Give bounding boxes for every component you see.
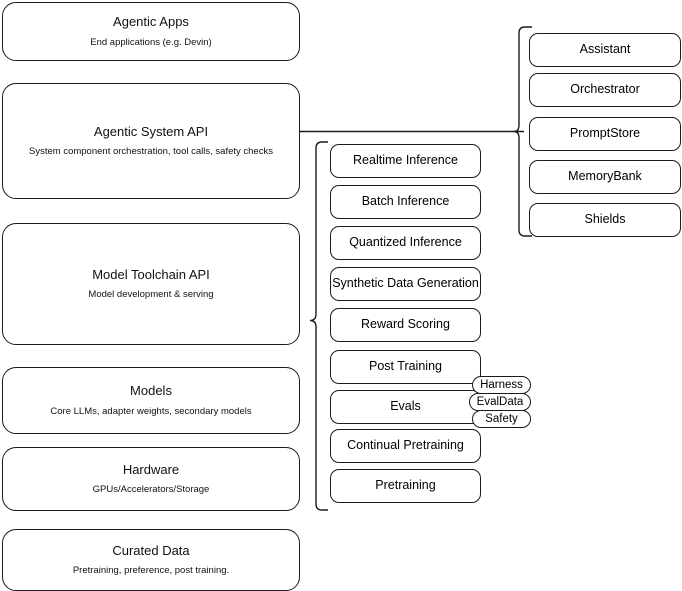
- system-item-label: Orchestrator: [570, 82, 640, 97]
- layer-title: Model Toolchain API: [92, 266, 210, 282]
- layer-subtitle: Pretraining, preference, post training.: [72, 565, 230, 577]
- layer-title: Hardware: [122, 461, 180, 477]
- toolchain-item-reward-scoring[interactable]: Reward Scoring: [330, 308, 481, 342]
- system-api-connector-line: [300, 130, 524, 133]
- toolchain-item-label: Batch Inference: [361, 194, 450, 209]
- eval-pill-harness[interactable]: Harness: [472, 376, 531, 394]
- layer-subtitle: Core LLMs, adapter weights, secondary mo…: [50, 405, 252, 417]
- system-item-assistant[interactable]: Assistant: [529, 33, 681, 67]
- eval-pill-label: EvalData: [476, 396, 524, 408]
- eval-pill-evaldata[interactable]: EvalData: [469, 393, 531, 411]
- toolchain-item-label: Reward Scoring: [361, 317, 450, 332]
- toolchain-item-synthetic-data-generation[interactable]: Synthetic Data Generation: [330, 267, 481, 301]
- toolchain-item-label: Continual Pretraining: [347, 438, 464, 453]
- eval-pill-safety[interactable]: Safety: [472, 410, 531, 428]
- toolchain-item-quantized-inference[interactable]: Quantized Inference: [330, 226, 481, 260]
- toolchain-item-label: Evals: [390, 399, 421, 414]
- layer-title: Agentic Apps: [113, 14, 189, 30]
- system-item-shields[interactable]: Shields: [529, 203, 681, 237]
- layer-title: Agentic System API: [93, 123, 209, 139]
- layer-title: Curated Data: [112, 542, 190, 558]
- layer-card-hardware[interactable]: Hardware GPUs/Accelerators/Storage: [2, 447, 300, 511]
- toolchain-item-label: Quantized Inference: [349, 235, 462, 250]
- toolchain-item-label: Post Training: [369, 359, 442, 374]
- layer-subtitle: End applications (e.g. Devin): [90, 36, 212, 48]
- system-item-promptstore[interactable]: PromptStore: [529, 117, 681, 151]
- toolchain-item-post-training[interactable]: Post Training: [330, 350, 481, 384]
- layer-title: Models: [130, 383, 172, 399]
- layer-card-agentic-apps[interactable]: Agentic Apps End applications (e.g. Devi…: [2, 2, 300, 61]
- system-item-label: MemoryBank: [568, 169, 642, 184]
- system-item-orchestrator[interactable]: Orchestrator: [529, 73, 681, 107]
- toolchain-item-evals[interactable]: Evals: [330, 390, 481, 424]
- toolchain-item-realtime-inference[interactable]: Realtime Inference: [330, 144, 481, 178]
- system-item-memorybank[interactable]: MemoryBank: [529, 160, 681, 194]
- system-item-label: Assistant: [579, 42, 631, 57]
- eval-pill-label: Harness: [480, 379, 523, 391]
- system-item-label: Shields: [584, 212, 626, 227]
- toolchain-item-continual-pretraining[interactable]: Continual Pretraining: [330, 429, 481, 463]
- toolchain-item-label: Realtime Inference: [353, 153, 458, 168]
- eval-pill-label: Safety: [485, 413, 518, 425]
- toolchain-item-pretraining[interactable]: Pretraining: [330, 469, 481, 503]
- system-item-label: PromptStore: [569, 126, 641, 141]
- layer-card-model-toolchain-api[interactable]: Model Toolchain API Model development & …: [2, 223, 300, 345]
- toolchain-item-label: Synthetic Data Generation: [332, 276, 479, 291]
- layer-card-curated-data[interactable]: Curated Data Pretraining, preference, po…: [2, 529, 300, 591]
- layer-card-models[interactable]: Models Core LLMs, adapter weights, secon…: [2, 367, 300, 434]
- layer-card-agentic-system-api[interactable]: Agentic System API System component orch…: [2, 83, 300, 199]
- toolchain-components-brace: [309, 141, 328, 511]
- layer-subtitle: System component orchestration, tool cal…: [29, 146, 273, 158]
- toolchain-item-label: Pretraining: [375, 478, 436, 493]
- layer-subtitle: GPUs/Accelerators/Storage: [92, 484, 210, 496]
- layer-subtitle: Model development & serving: [88, 289, 214, 301]
- toolchain-item-batch-inference[interactable]: Batch Inference: [330, 185, 481, 219]
